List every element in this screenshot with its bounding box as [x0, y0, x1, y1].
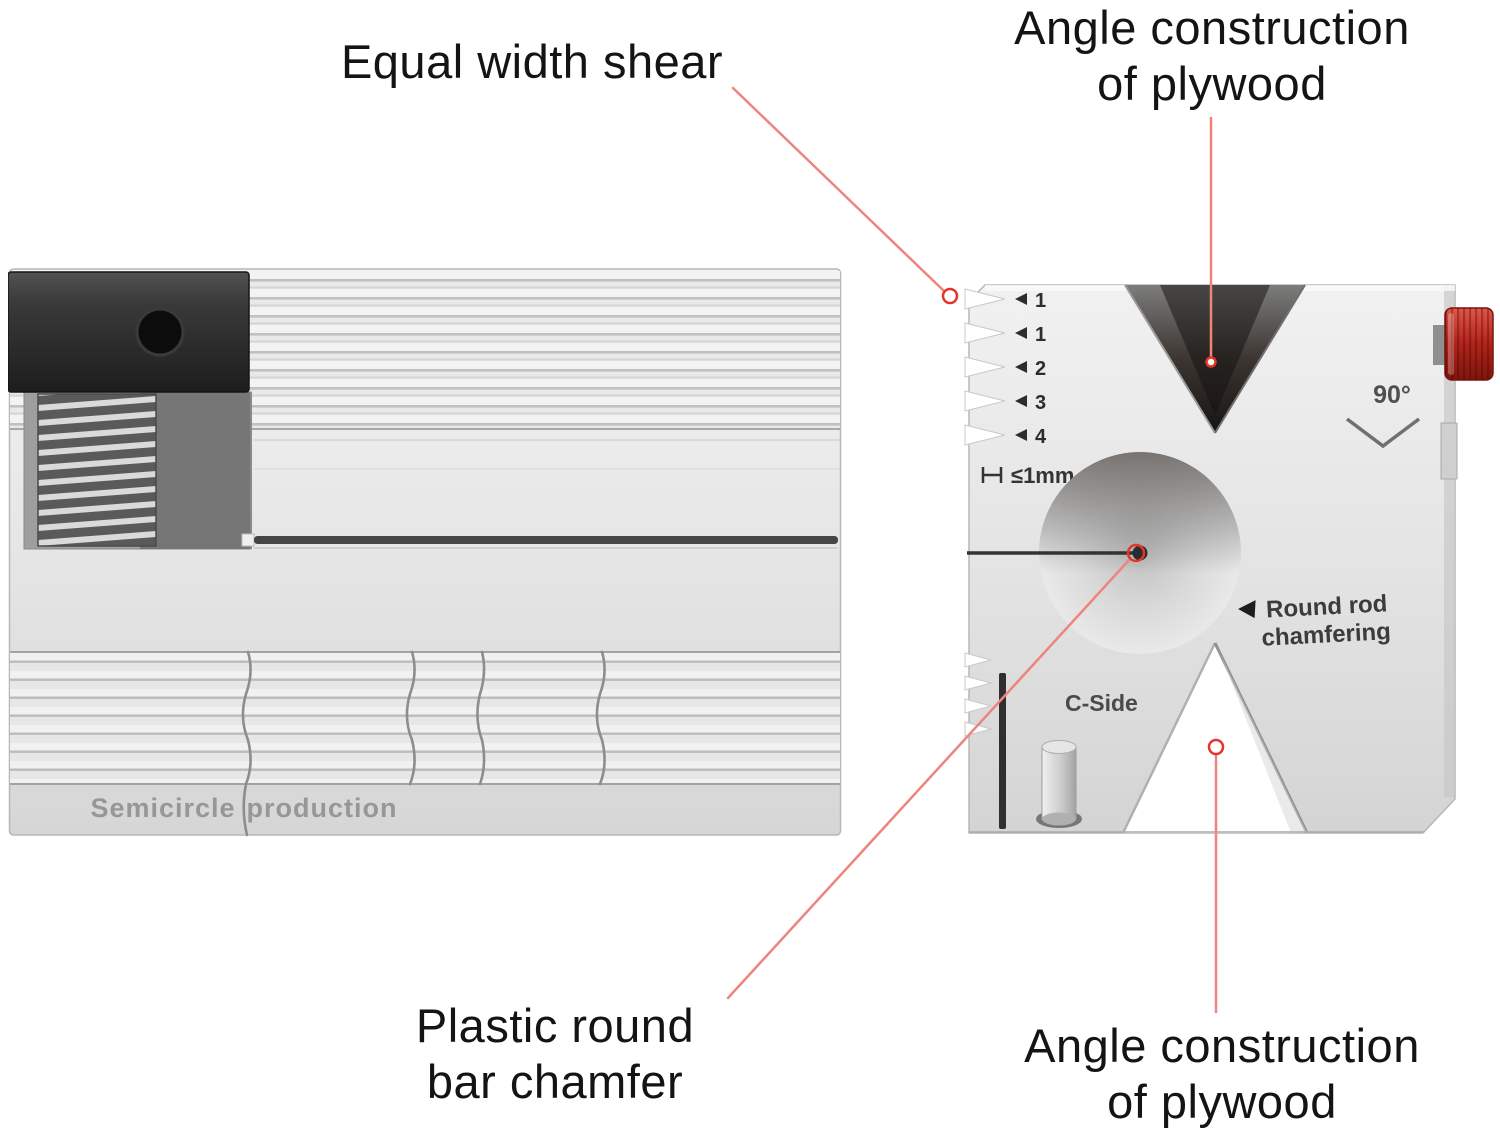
edge-step [1440, 422, 1458, 480]
label-plastic-round-bar-chamfer: Plastic round bar chamfer [330, 998, 780, 1110]
red-thumbscrew [1433, 307, 1494, 381]
plastic-rod [1036, 740, 1082, 828]
label-line1: Angle construction [1024, 1019, 1420, 1072]
angle-90-label: 90° [1373, 381, 1411, 409]
lead-screw [37, 393, 157, 547]
edge-shading [1444, 285, 1455, 797]
label-angle-construction-bottom: Angle construction of plywood [962, 1018, 1482, 1130]
v-chevron-icon [1345, 417, 1421, 449]
height-gauge-icon [981, 467, 1003, 483]
vertical-slot [999, 673, 1006, 829]
leader-equal-width-shear [731, 86, 946, 293]
label-line2: of plywood [1097, 57, 1327, 110]
pointer-triangle-icon [1238, 600, 1256, 619]
label-angle-construction-top: Angle construction of plywood [952, 0, 1472, 112]
scale-mark: 2 [1035, 358, 1046, 380]
bottom-v-notch [1121, 642, 1309, 834]
engraving-production: production [247, 793, 398, 823]
shear-tool-photo: Semicircle production [8, 268, 842, 837]
label-line2: of plywood [1107, 1075, 1337, 1128]
scale-mark: 4 [1035, 426, 1047, 448]
scale-mark: 1 [1035, 290, 1046, 312]
label-line2: bar chamfer [426, 1055, 684, 1108]
clamp-screw-assembly [23, 391, 252, 550]
blade-slot [241, 533, 838, 549]
clamp-hole [135, 307, 185, 357]
round-rod-line1: Round rod [1265, 590, 1388, 623]
depth-label: ≤1mm [1011, 463, 1074, 488]
c-side-label: C-Side [1065, 690, 1138, 716]
center-hole [1132, 545, 1148, 561]
scale-mark: 1 [1035, 324, 1046, 346]
label-text: Equal width shear [340, 35, 724, 88]
depth-spec: ≤1mm [981, 463, 1074, 488]
scale-teeth: 1 1 2 3 4 [964, 288, 1047, 448]
label-line1: Plastic round [415, 999, 695, 1052]
label-line1: Angle construction [1014, 1, 1410, 54]
scale-mark: 3 [1035, 392, 1046, 414]
lower-grooves [10, 652, 840, 784]
clamp-block [8, 271, 250, 393]
engraving-semicircle: Semicircle [90, 793, 235, 823]
relief-slits [241, 650, 606, 837]
chamfer-gauge-photo: 90° 1 1 2 3 4 ≤1mm [964, 284, 1494, 834]
label-equal-width-shear: Equal width shear [262, 34, 802, 90]
